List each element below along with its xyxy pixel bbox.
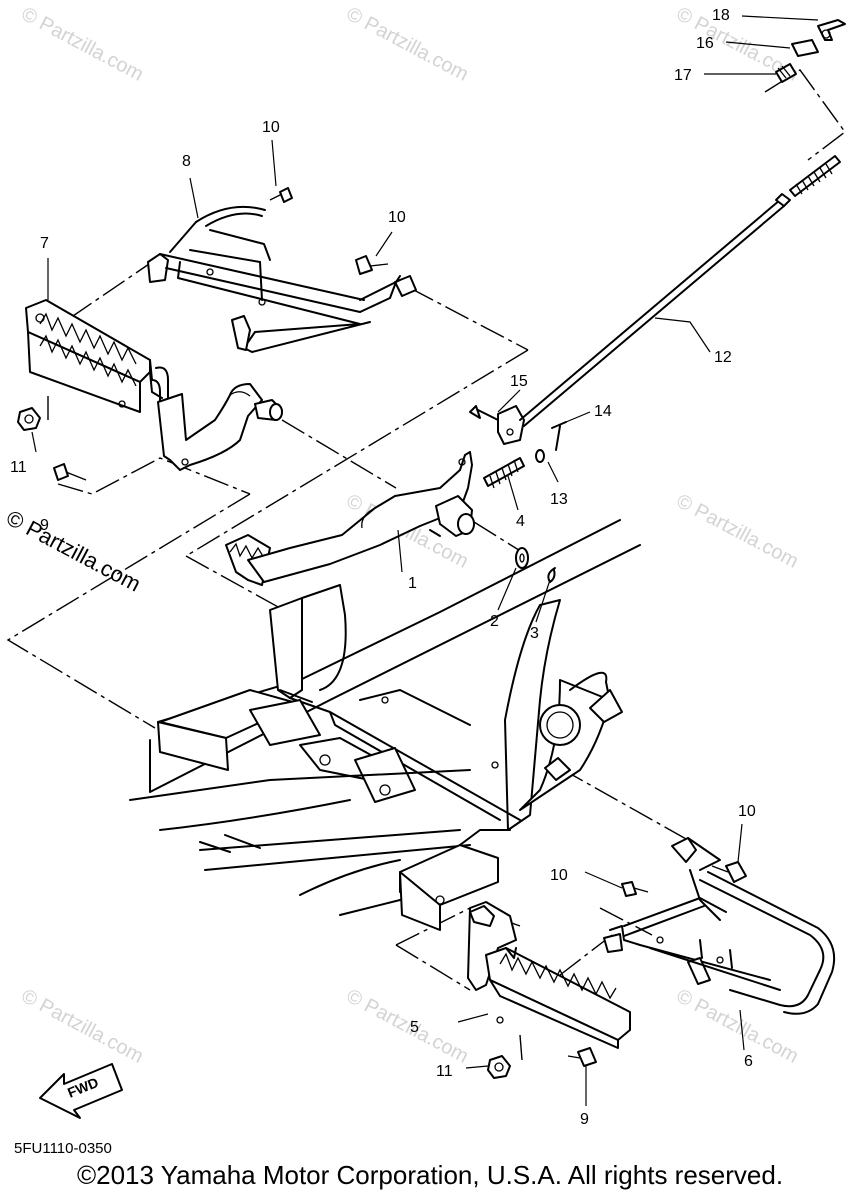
bolt-10 [725,861,747,883]
callout-15: 15 [510,373,528,390]
callout-9: 9 [580,1111,589,1128]
callout-13: 13 [550,491,568,508]
nut-11 [17,407,41,431]
part-8-carrier-left [147,205,417,353]
callout-11: 11 [10,459,27,476]
watermark: © Partzilla.com [673,490,802,573]
callout-5: 5 [410,1019,419,1036]
callout-11: 11 [436,1063,453,1080]
watermark: © Partzilla.com [343,3,472,86]
callouts: 1 2 3 4 5 6 7 8 9 9 10 10 10 10 11 11 12… [10,7,756,1128]
leader-lines [31,15,819,1106]
bolt-9 [577,1047,597,1067]
callout-10: 10 [388,209,406,226]
callout-3: 3 [530,625,539,642]
watermark: © Partzilla.com [673,985,802,1068]
bolt-10 [621,881,637,897]
part-1-brake-pedal [225,451,475,586]
callout-4: 4 [516,513,525,530]
diagram-code: 5FU1110-0350 [14,1140,112,1157]
callout-12: 12 [714,349,732,366]
bolt-9 [53,463,69,481]
callout-10: 10 [262,119,280,136]
bolt-10 [279,187,293,203]
bolt-10 [355,255,373,275]
part-12-brake-rod [519,19,846,427]
callout-1: 1 [408,575,417,592]
callout-7: 7 [40,235,49,252]
callout-18: 18 [712,7,730,24]
callout-9: 9 [40,517,49,534]
small-hardware [469,405,567,583]
callout-8: 8 [182,153,191,170]
callout-10: 10 [738,803,756,820]
fwd-arrow-icon: FWD [39,1063,123,1119]
callout-17: 17 [674,67,692,84]
watermark: © Partzilla.com [343,985,472,1068]
nut-11 [487,1055,511,1079]
callout-16: 16 [696,35,714,52]
watermark: © Partzilla.com [18,985,147,1068]
part-7-footrest-left [25,299,169,421]
part-5-footrest-right [467,901,631,1049]
frame-assembly [129,519,641,931]
footrest-bracket-left [157,383,283,471]
callout-6: 6 [744,1053,753,1070]
watermark: © Partzilla.com [18,3,147,86]
callout-10: 10 [550,867,568,884]
copyright-notice: ©2013 Yamaha Motor Corporation, U.S.A. A… [76,1160,784,1190]
bolts-and-nuts [17,187,747,1079]
callout-2: 2 [490,613,499,630]
callout-14: 14 [594,403,612,420]
part-6-carrier-right [603,837,836,1015]
assembly-guide-lines [6,69,846,1061]
